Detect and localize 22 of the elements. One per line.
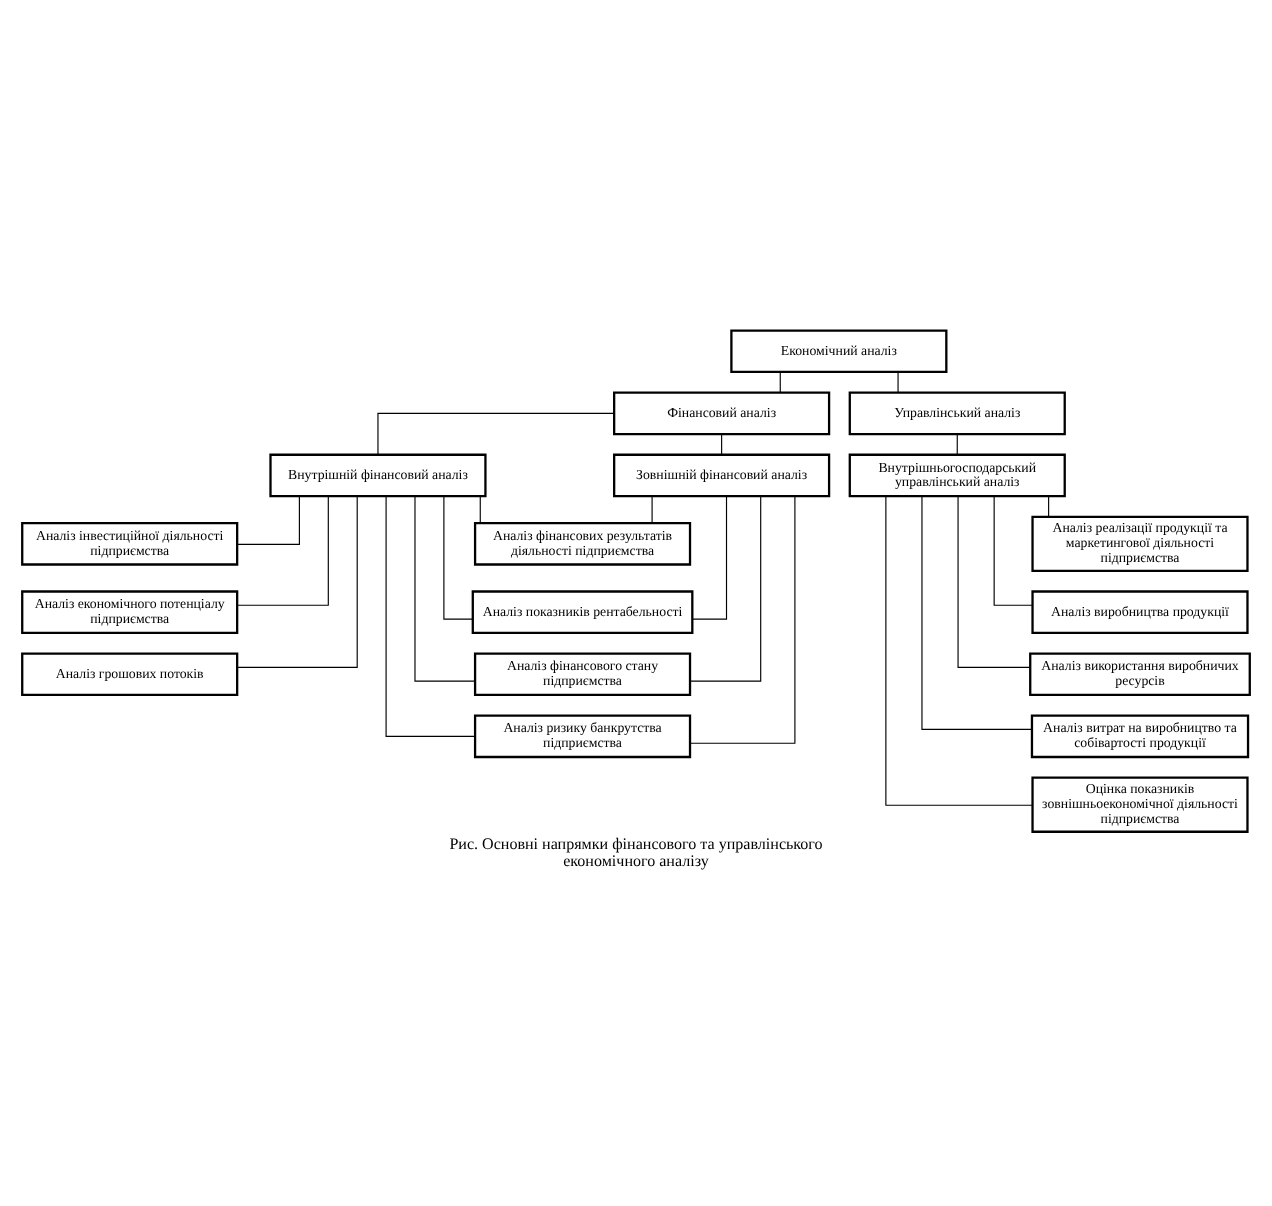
connector xyxy=(721,433,723,455)
connector xyxy=(689,495,796,744)
connector xyxy=(779,371,781,393)
connector xyxy=(689,495,762,682)
connector xyxy=(1048,495,1050,518)
connector xyxy=(236,495,358,668)
connector xyxy=(993,495,1034,606)
connector xyxy=(414,495,476,682)
connector xyxy=(651,495,653,524)
connector xyxy=(897,371,899,393)
caption: Рис. Основні напрямки фінансового та управлінського економічного аналізу xyxy=(449,835,823,871)
connector xyxy=(385,495,476,737)
connector xyxy=(956,433,958,455)
connector xyxy=(921,495,1033,730)
connector xyxy=(957,495,1031,668)
connector xyxy=(479,495,481,524)
connector xyxy=(443,495,474,620)
connector xyxy=(236,495,300,545)
connector xyxy=(691,495,728,620)
connector xyxy=(885,496,1033,806)
connector xyxy=(236,495,329,606)
connector xyxy=(377,412,615,455)
